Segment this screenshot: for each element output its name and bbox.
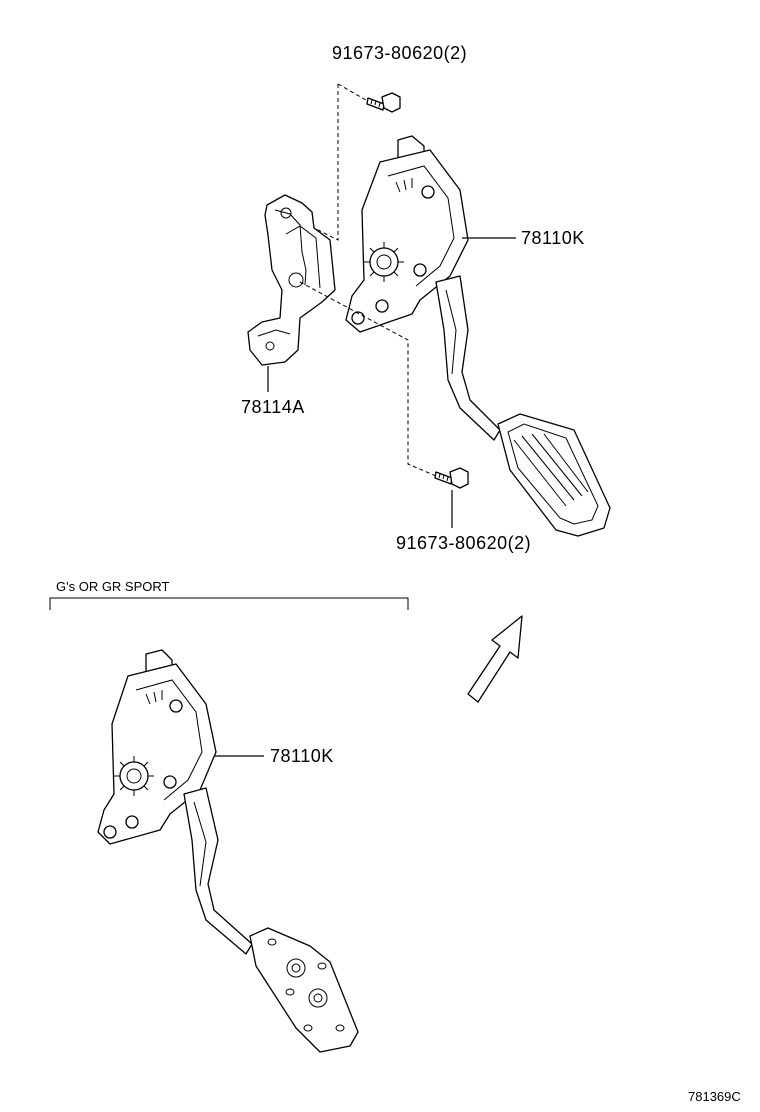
pedal-lower-label: 78110K: [270, 746, 334, 766]
bolt-bottom-dash-line: [299, 281, 437, 477]
bolt-top-label: 91673-80620(2): [332, 43, 467, 63]
variant-bracket-line: [49, 597, 409, 610]
bolt-top-dash-line: [309, 83, 367, 241]
variant-note: G's OR GR SPORT: [56, 579, 170, 594]
pedal-upper-label: 78110K: [521, 228, 585, 248]
pedal-lower-part: [97, 649, 359, 1053]
bolt-bottom-icon: [434, 467, 469, 489]
bracket-label: 78114A: [241, 397, 305, 417]
bracket-part: [247, 194, 336, 366]
diagram-code: 781369C: [688, 1089, 741, 1104]
bolt-bottom-label: 91673-80620(2): [396, 533, 531, 553]
direction-arrow-icon: [467, 615, 523, 703]
pedal-upper-part: [345, 135, 611, 537]
bolt-top-icon: [366, 92, 401, 113]
